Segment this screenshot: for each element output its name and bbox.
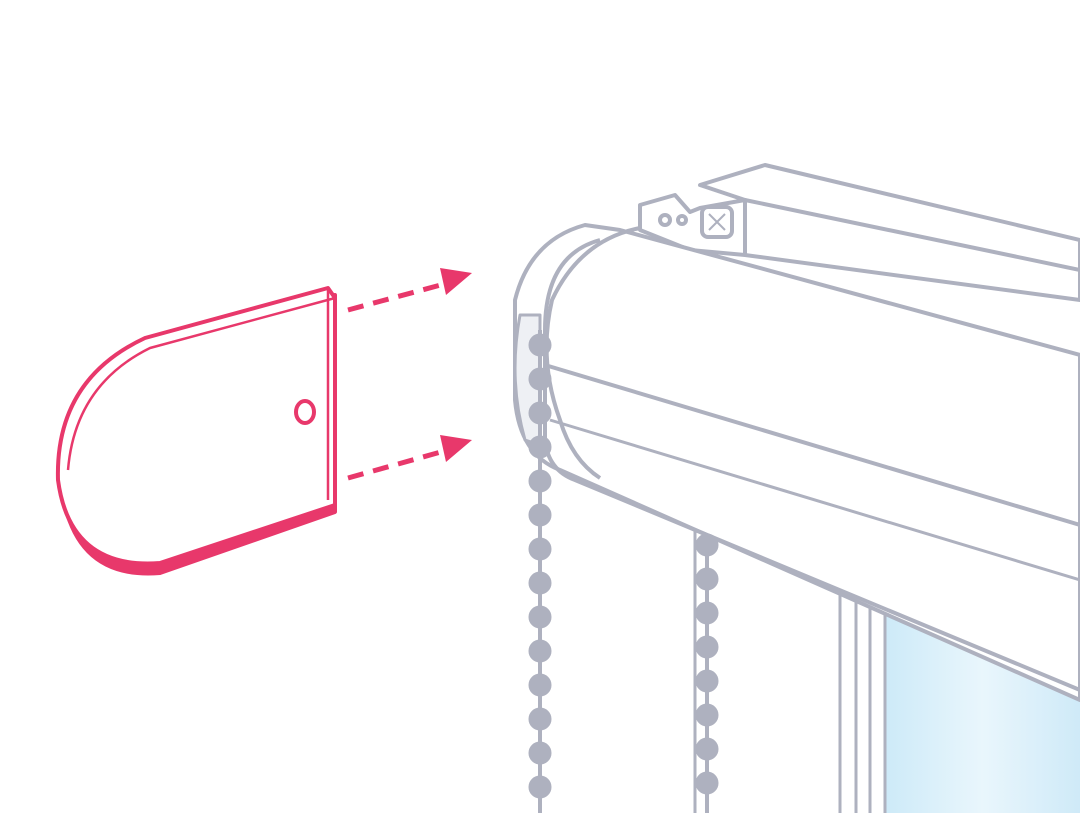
arrow-head-icon	[440, 268, 472, 295]
bracket-hole	[658, 213, 672, 227]
window-glass	[885, 612, 1080, 813]
bead-chain-back	[695, 533, 719, 813]
arrow-lower	[347, 435, 472, 481]
bead-chain-front	[528, 330, 552, 813]
roller-tube	[513, 223, 1080, 702]
arrow-upper	[347, 268, 472, 313]
end-cap-hole	[294, 399, 316, 425]
headrail	[638, 163, 1080, 302]
end-cap	[55, 286, 337, 576]
window	[693, 530, 1080, 813]
arrow-head-icon	[440, 435, 472, 462]
